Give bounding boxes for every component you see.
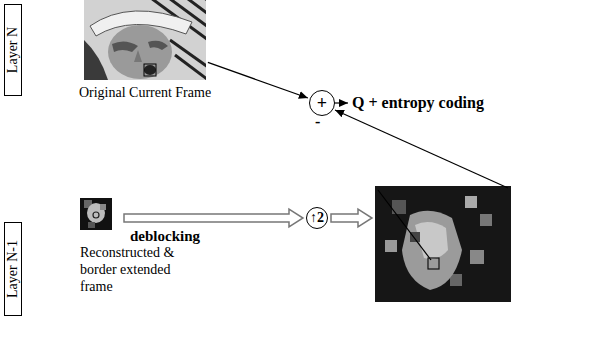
block	[480, 214, 492, 226]
output-label: Q + entropy coding	[352, 94, 484, 112]
block	[88, 222, 95, 228]
hollow-arrow	[331, 209, 372, 227]
nose	[134, 50, 142, 62]
node-text: ↑2	[310, 211, 324, 225]
adder-circle: +	[309, 90, 335, 116]
block	[465, 196, 477, 208]
connector-line	[208, 62, 308, 98]
edge-label: deblocking	[130, 228, 200, 245]
frame-picture: Reconstructed & border extended frame	[80, 198, 112, 230]
shoulder	[84, 40, 108, 80]
prediction-arrow	[335, 110, 508, 188]
node-text: Layer N-1	[6, 240, 20, 298]
output-arrow	[334, 102, 348, 103]
layer-tag: Layer N	[4, 4, 22, 96]
layer-tag: Layer N-1	[4, 222, 22, 316]
original-frame-picture	[84, 0, 206, 80]
eye	[112, 41, 138, 52]
block	[100, 204, 106, 210]
upsampled-frame-picture	[375, 186, 511, 302]
hollow-arrow	[124, 209, 303, 227]
mouth	[93, 212, 99, 218]
reconstructed-frame-picture	[80, 198, 112, 230]
frame-picture: Original Current Frame	[84, 0, 206, 80]
frame-ground	[80, 198, 112, 230]
upsample-circle: ↑2	[306, 207, 328, 229]
block-marker	[144, 64, 156, 76]
sign-label: -	[315, 113, 320, 131]
mouth	[144, 65, 156, 75]
block	[450, 274, 462, 286]
face	[87, 203, 105, 223]
face	[402, 211, 462, 290]
motion-line	[378, 190, 431, 260]
eye	[148, 41, 168, 50]
node-text: +	[317, 94, 327, 112]
node-text: Layer N	[6, 27, 20, 73]
block	[385, 240, 397, 252]
face	[108, 25, 172, 79]
block-marker	[428, 258, 439, 269]
caption: Original Current Frame	[65, 84, 225, 101]
caption: Reconstructed & border extended frame	[80, 244, 192, 295]
block	[470, 250, 484, 264]
frame-ground	[375, 186, 511, 302]
